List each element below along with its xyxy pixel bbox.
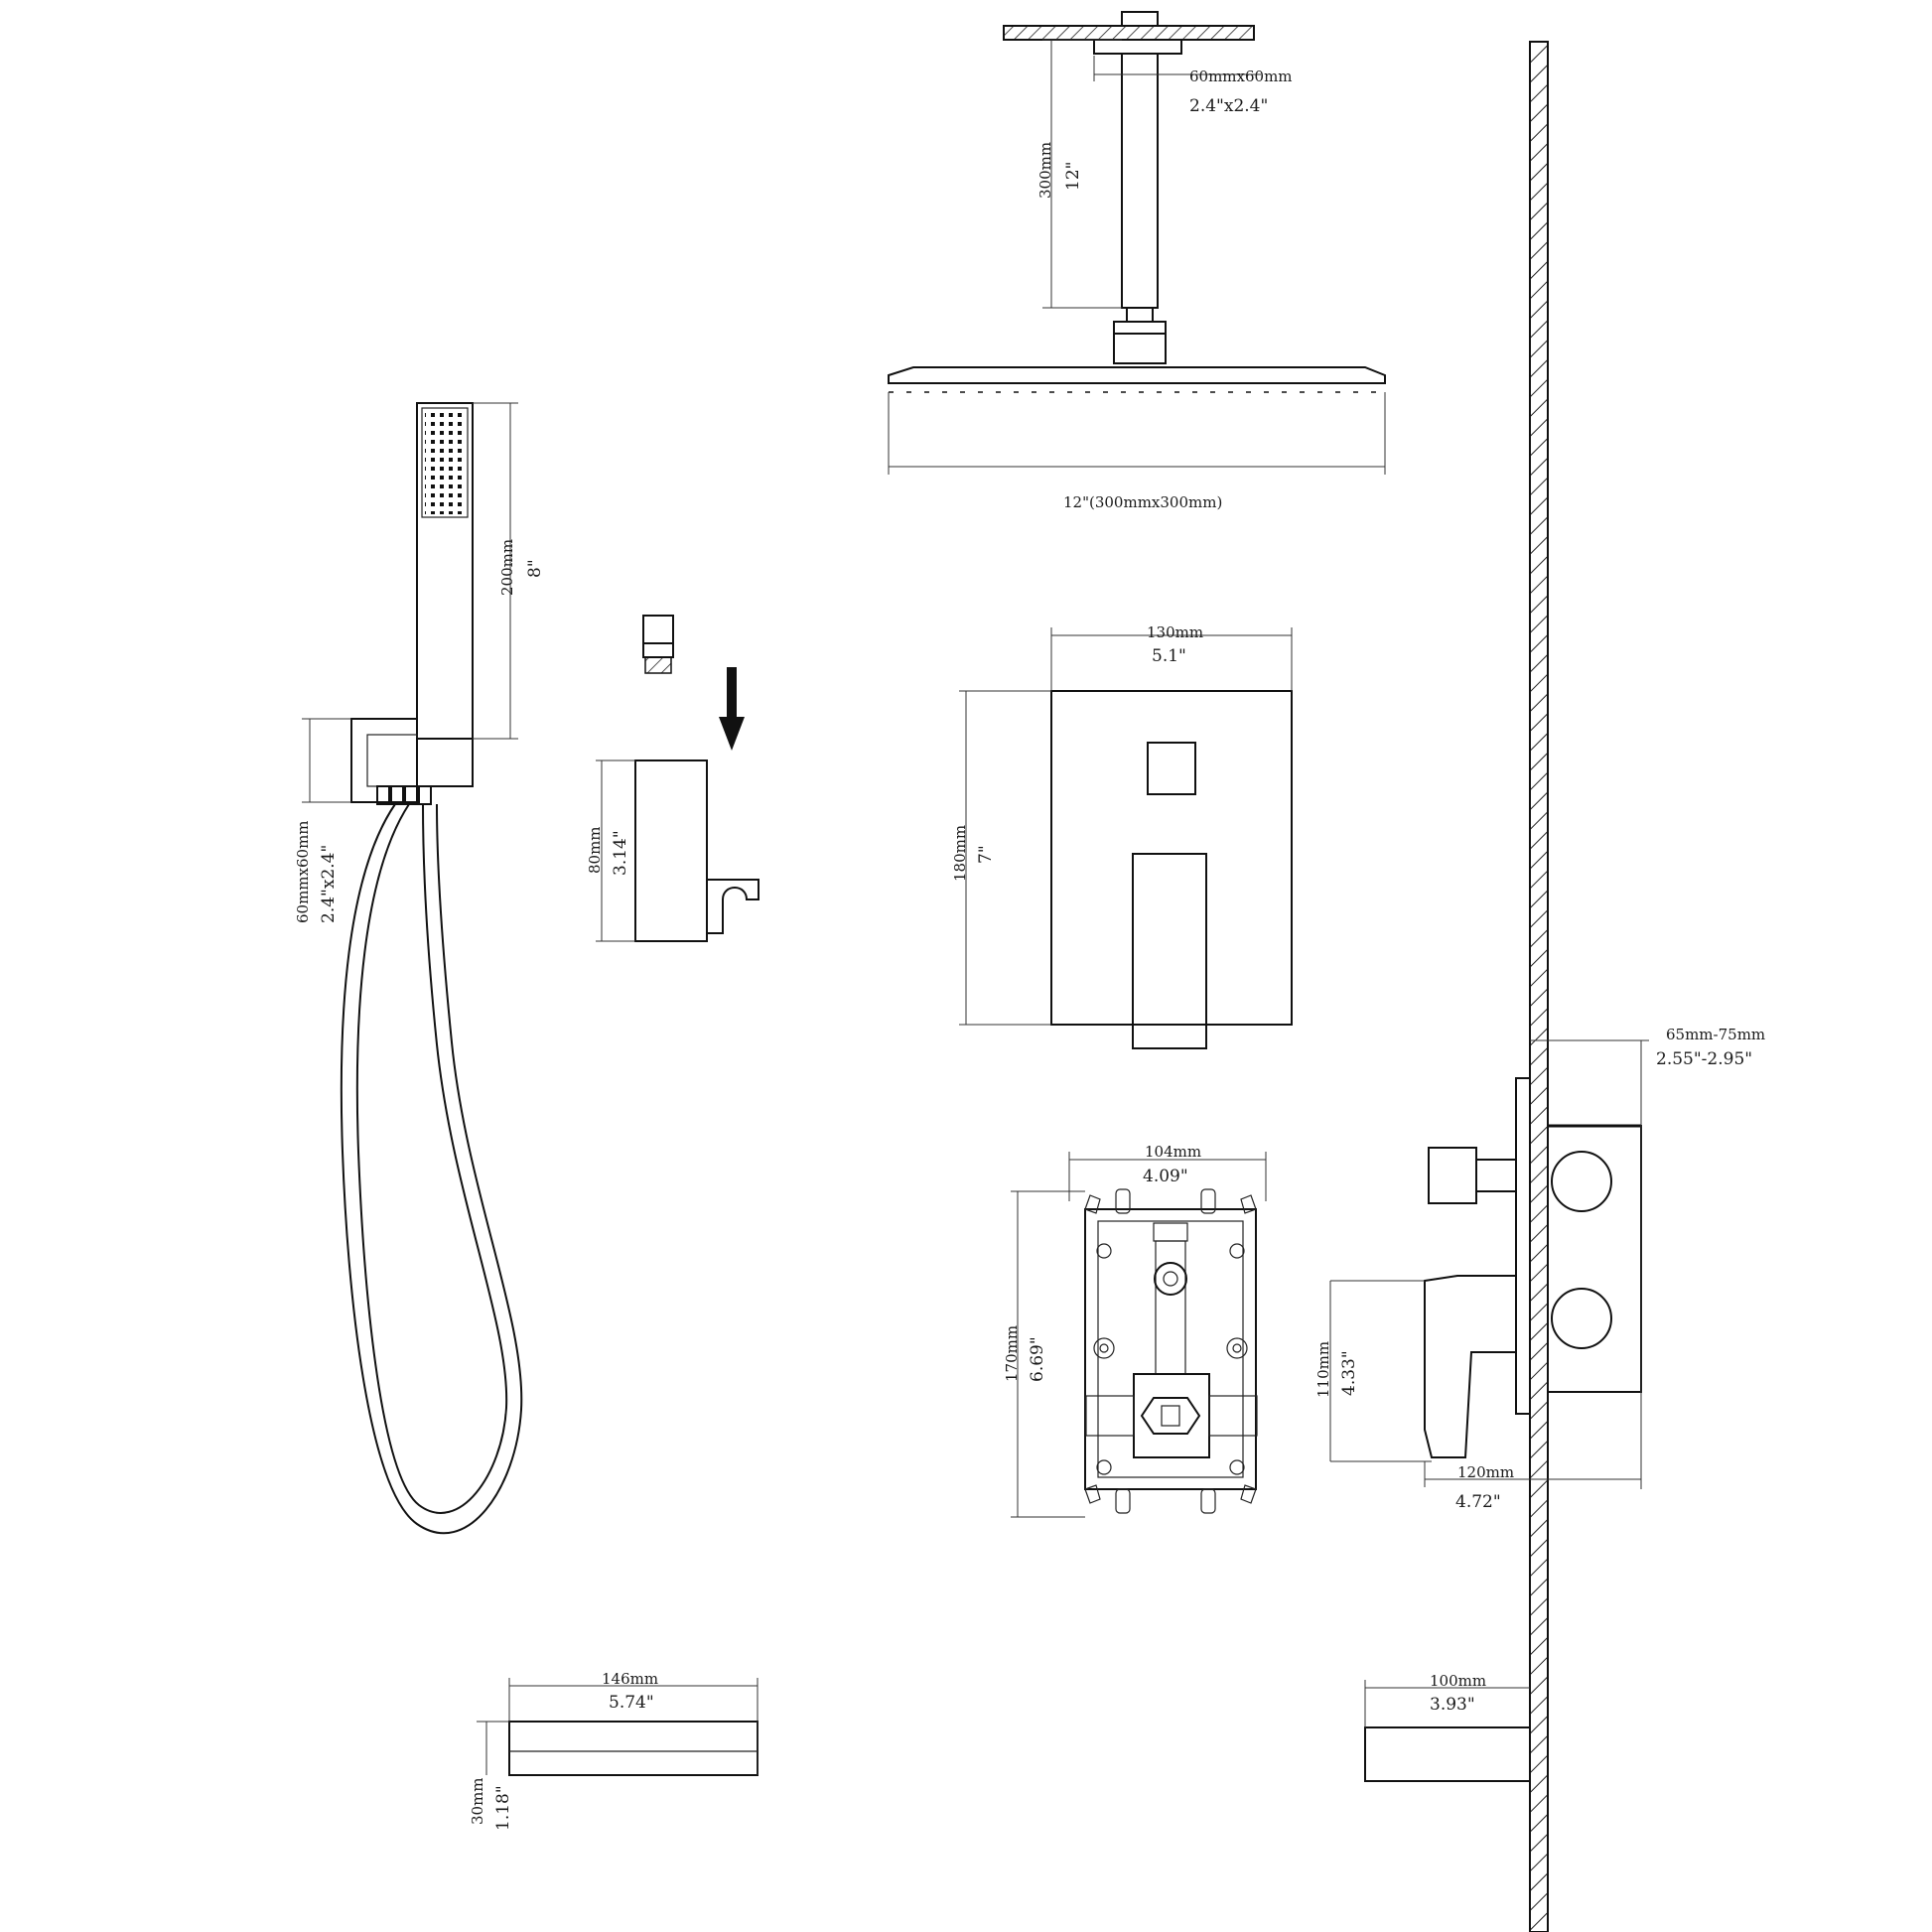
shower-holder: 80mm 3.14" [586, 615, 759, 942]
valve-height-mm-label: 170mm [1003, 1325, 1021, 1382]
valve-width-in-label: 4.09" [1143, 1167, 1188, 1186]
side-total-mm-label: 120mm [1457, 1463, 1514, 1481]
side-handle-in-label: 4.33" [1339, 1350, 1359, 1396]
down-arrow-icon [719, 667, 745, 751]
side-total-in-label: 4.72" [1455, 1492, 1501, 1512]
rain-shower-head: 60mmx60mm 2.4"x2.4" 300mm 12" 12"(300mmx… [888, 11, 1386, 511]
side-depth-in-label: 2.55"-2.95" [1656, 1049, 1752, 1069]
valve-body: 104mm 4.09" 170mm 6.69" [1003, 1143, 1267, 1518]
head-size-label: 12"(300mmx300mm) [1063, 493, 1222, 511]
holder-height-in-label: 3.14" [611, 830, 630, 876]
hand-holder-in-label: 2.4"x2.4" [319, 845, 339, 923]
trim-height-in-label: 7" [976, 845, 996, 864]
arm-size-mm-label: 60mmx60mm [1189, 68, 1293, 85]
valve-side-view: 65mm-75mm 2.55"-2.95" 110mm 4.33" 120mm … [1314, 1026, 1765, 1512]
trim-height-mm-label: 180mm [951, 825, 969, 882]
side-depth-mm-label: 65mm-75mm [1666, 1026, 1765, 1043]
wall-section [1529, 41, 1549, 1932]
valve-width-mm-label: 104mm [1145, 1143, 1201, 1161]
hand-shower: 200mm 8" 60mmx60mm 2.4"x2.4" [294, 402, 545, 1535]
hand-length-mm-label: 200mm [498, 539, 516, 596]
spout-height-mm-label: 30mm [469, 1777, 486, 1825]
side-handle-mm-label: 110mm [1314, 1341, 1332, 1398]
spout-projection-in-label: 3.93" [1430, 1695, 1475, 1715]
valve-height-in-label: 6.69" [1028, 1336, 1047, 1382]
trim-width-in-label: 5.1" [1152, 646, 1186, 666]
arm-length-mm-label: 300mm [1036, 142, 1054, 199]
spout-width-mm-label: 146mm [602, 1670, 658, 1688]
hand-holder-mm-label: 60mmx60mm [294, 820, 312, 923]
spout-height-in-label: 1.18" [493, 1785, 513, 1831]
trim-plate: 130mm 5.1" 180mm 7" [951, 623, 1293, 1049]
arm-length-in-label: 12" [1063, 162, 1083, 191]
tub-spout-front: 146mm 5.74" 30mm 1.18" [469, 1670, 759, 1831]
spout-width-in-label: 5.74" [609, 1693, 654, 1713]
spout-projection-mm-label: 100mm [1430, 1672, 1486, 1690]
tub-spout-side: 100mm 3.93" [1364, 1672, 1531, 1782]
holder-height-mm-label: 80mm [586, 826, 604, 874]
hand-length-in-label: 8" [525, 559, 545, 578]
arm-size-in-label: 2.4"x2.4" [1189, 96, 1268, 116]
trim-width-mm-label: 130mm [1147, 623, 1203, 641]
